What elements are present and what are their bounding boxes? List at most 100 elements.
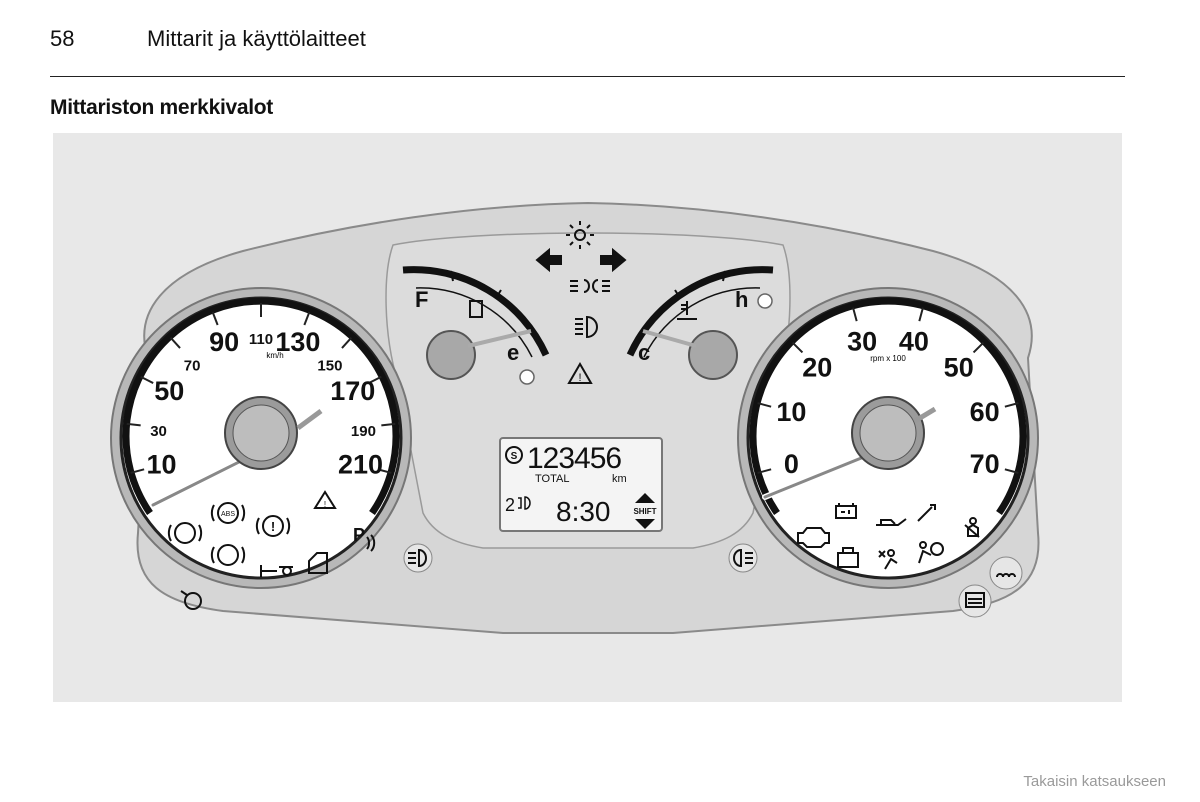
dial-tick [140,375,154,384]
dial-tick [130,468,145,474]
dial-label: 170 [330,376,375,406]
tacho-warning-icons [797,503,980,570]
dial-tick [852,307,858,322]
brake-warning-icon: ! [255,515,291,537]
door-open-icon [308,552,328,574]
dial-label: 50 [154,376,184,406]
fuel-gauge: F e [402,266,550,385]
temperature-gauge: h c [626,266,774,380]
fuel-warning-led [519,369,535,385]
dial-tick [757,468,772,474]
dial-label: 10 [146,450,176,480]
odometer-unit: km [612,473,627,485]
front-fog-light-icon [403,543,433,573]
tach-unit: rpm x 100 [870,354,906,363]
temp-hot-label: h [735,287,748,312]
steering-lock-icon [180,590,202,610]
shift-down-arrow [635,519,655,529]
dial-tick [368,375,382,384]
parking-lights-icon [570,279,610,293]
hazard-warning-icon: ! [567,362,593,384]
dial-tick [169,337,181,349]
odometer-value: 123456 [527,442,621,475]
fuel-full-label: F [415,287,428,312]
dial-label: 110 [249,331,273,348]
coolant-temp-icon [677,301,697,320]
dial-tick [341,337,353,349]
dial-label: 20 [802,352,832,382]
dial-tick [757,402,772,408]
airbag-off-icon [878,549,898,570]
svg-text:ABS: ABS [221,511,235,518]
dpf-icon [917,504,936,522]
low-beam-icon [575,315,598,339]
dial-tick [381,422,396,427]
lcd-display: S 123456 TOTAL km 2 8:30 SHIFT [499,437,663,532]
turn-right-icon [600,247,627,273]
headlamp-icon [518,496,531,510]
tire-pressure-icon [210,544,246,566]
dial-tick [972,341,985,354]
section-title: Mittariston merkkivalot [50,96,273,119]
dial-tick [126,422,141,427]
clock-display: 8:30 [556,496,611,527]
park-assist-icon: P [353,525,376,552]
heated-rear-window-icon [989,556,1023,590]
temp-warning-led [757,293,773,309]
immobilizer-icon [837,547,859,568]
rear-heater-icon [958,584,992,618]
dial-tick [303,311,311,326]
glow-plug-icon [260,565,293,577]
dial-tick [1004,468,1019,474]
page-header: 58 Mittarit ja käyttölaitteet [50,26,1125,77]
fuel-empty-label: e [507,340,519,365]
dial-label: 10 [776,397,806,427]
exterior-light-icon [566,221,594,249]
fuel-pump-icon [469,300,483,318]
svg-text:!: ! [324,500,326,509]
temp-cold-label: c [638,340,650,365]
shift-indicator: SHIFT [633,507,656,516]
dial-label: 70 [184,357,201,374]
dial-label: 190 [351,423,376,440]
svg-text:!: ! [578,372,581,384]
dial-label: 130 [275,327,320,357]
back-to-overview-link[interactable]: Takaisin katsaukseen [1023,773,1166,790]
svg-text:!: ! [271,519,275,534]
airbag-icon [918,541,944,564]
brake-pad-icon [167,522,203,544]
dial-label: 60 [970,397,1000,427]
rear-fog-light-icon [728,543,758,573]
seatbelt-icon [964,517,980,538]
turn-left-icon [535,247,562,273]
engine-check-icon [797,527,830,548]
dial-label: 90 [209,327,239,357]
dial-tick [918,307,924,322]
dial-label: 30 [150,423,167,440]
speedo-warning-icons: ABS ! ! P [167,490,376,610]
center-indicators: ! [535,221,627,384]
speed-unit: km/h [266,351,283,360]
svg-text:S: S [511,451,518,462]
odometer-total-label: TOTAL [535,473,569,485]
shift-up-arrow [635,493,655,503]
dial-label: 30 [847,326,877,356]
dial-tick [377,468,392,474]
dial-label: 210 [338,450,383,480]
dial-label: 0 [784,449,799,479]
abs-warning-icon: ABS [210,502,246,524]
dial-label: 150 [317,357,342,374]
svg-text:P: P [353,525,365,545]
gear-indicator: 2 [505,495,515,515]
dial-tick [791,341,804,354]
dial-tick [211,311,219,326]
esp-warning-icon: ! [313,490,337,509]
dial-tick [1004,402,1019,408]
page-number: 58 [50,26,75,51]
battery-icon [835,503,857,519]
chapter-title: Mittarit ja käyttölaitteet [147,26,366,51]
dial-label: 40 [899,326,929,356]
